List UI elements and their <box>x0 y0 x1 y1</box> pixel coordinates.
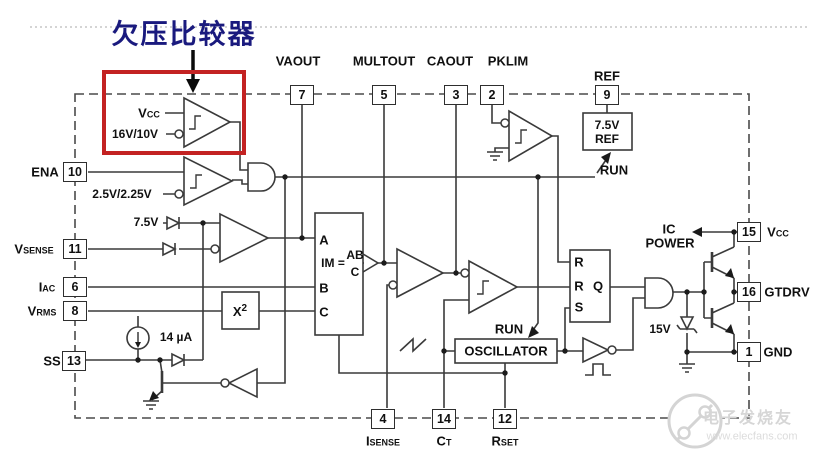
pklim-comparator <box>508 109 554 163</box>
mult-num-label: AB <box>346 248 364 262</box>
pin-15: 15 <box>737 222 761 242</box>
oscillator-block <box>454 338 558 364</box>
pin-label-ref: REF <box>594 68 620 84</box>
pwm-comparator <box>468 259 519 315</box>
wires-middle <box>230 105 609 408</box>
pin-10: 10 <box>63 162 87 182</box>
hysteresis-glyphs <box>189 115 527 295</box>
pin-label-ct: Ct <box>436 433 452 449</box>
ff-q-label: Q <box>592 278 604 294</box>
run-to-oscillator-arrow <box>528 326 539 338</box>
pin-12: 12 <box>493 409 517 429</box>
watermark-url: www.elecfans.com <box>706 430 798 443</box>
pin-label-gnd: GND <box>763 344 793 360</box>
clock-inverter <box>582 336 610 364</box>
inversion-bubbles <box>174 118 617 388</box>
emitter-arrows <box>149 268 734 401</box>
pin-label-iac: Iac <box>38 279 56 295</box>
watermark-brand: 电子发烧友 <box>702 410 794 427</box>
squarer-block <box>221 291 260 330</box>
mult-im-label: IM = <box>321 256 345 270</box>
pin-13: 13 <box>62 351 86 371</box>
flipflop-block <box>569 249 611 323</box>
pin-label-multout: MULTOUT <box>352 53 416 69</box>
multiplier-output-notch <box>362 253 380 273</box>
ena-comparator <box>183 155 234 207</box>
pulse-waveform-icon <box>585 363 611 376</box>
pin-2: 2 <box>480 85 504 105</box>
pin-14: 14 <box>432 409 456 429</box>
run-osc-label: RUN <box>494 321 524 337</box>
voltage-amp <box>219 212 270 264</box>
ref-clamp-diode <box>166 215 181 231</box>
pin-3: 3 <box>444 85 468 105</box>
zener-diode-15v <box>676 316 698 334</box>
oscillator-label: OSCILLATOR <box>464 343 548 359</box>
junction-dots <box>135 174 737 376</box>
pin-label-rset: Rset <box>491 433 519 449</box>
ff-s-label: S <box>574 299 584 315</box>
pin-label-ss: SS <box>43 353 61 369</box>
mult-den-label: C <box>350 265 360 279</box>
uvlo-comparator <box>183 96 232 149</box>
ss-current-source <box>126 326 150 350</box>
pin-7: 7 <box>290 85 314 105</box>
ff-r1-label: R <box>574 254 584 270</box>
ic-power-arrow <box>692 227 702 237</box>
ref-box-line1: 7.5V <box>594 118 620 132</box>
ena-threshold-label: 2.5V/2.25V <box>92 187 152 201</box>
multiplier-block <box>314 212 364 336</box>
pin-4: 4 <box>371 409 395 429</box>
ff-r2-label: R <box>574 278 584 294</box>
pin-label-caout: CAOUT <box>426 53 474 69</box>
squarer-label: X2 <box>232 302 248 320</box>
pin-label-pklim: PKLIM <box>487 53 529 69</box>
ic-power-line2: POWER <box>645 235 695 251</box>
ref-block <box>582 112 633 151</box>
mult-a-label: A <box>319 232 329 248</box>
ss-clamp-diode <box>171 352 186 368</box>
watermark-logo-icon <box>667 393 723 449</box>
pin-11: 11 <box>63 239 87 259</box>
pin-label-gtdrv: GTDRV <box>764 284 810 300</box>
annotation-arrow <box>186 50 200 93</box>
pin-label-isense: Isense <box>365 433 401 449</box>
output-and-gate <box>644 277 674 309</box>
pin-label-vrms: Vrms <box>27 303 57 319</box>
uvlo-vcc-label: Vcc <box>138 105 160 121</box>
wires-left <box>84 112 315 401</box>
ss-inverter <box>227 367 258 399</box>
vsense-diode <box>162 241 177 257</box>
enable-and-gate <box>247 162 276 192</box>
pin-label-vsense: Vsense <box>14 241 54 257</box>
wires <box>84 105 738 408</box>
ref-clamp-label: 7.5V <box>133 215 159 229</box>
pin-5: 5 <box>372 85 396 105</box>
ic-power-line1: IC <box>662 221 676 237</box>
ground-symbols <box>143 151 695 410</box>
pin-16: 16 <box>737 282 761 302</box>
current-amp <box>396 247 445 299</box>
pin-label-vcc: Vcc <box>767 224 789 240</box>
ss-current-label: 14 µA <box>159 330 193 344</box>
pin-8: 8 <box>63 301 87 321</box>
zener-voltage-label: 15V <box>649 322 671 336</box>
sawtooth-waveform-icon <box>399 337 427 353</box>
undervoltage-highlight-box <box>102 70 246 155</box>
mult-b-label: B <box>319 280 329 296</box>
run-to-ref-arrow <box>601 152 611 164</box>
run-ref-label: RUN <box>599 162 629 178</box>
pin-6: 6 <box>63 277 87 297</box>
pin-label-vaout: VAOUT <box>275 53 321 69</box>
pin-label-ena: ENA <box>31 164 59 180</box>
annotation-title: 欠压比较器 <box>111 19 257 50</box>
pin-1: 1 <box>737 342 761 362</box>
uvlo-threshold-label: 16V/10V <box>111 127 159 141</box>
ref-box-line2: REF <box>595 132 619 146</box>
pin-9: 9 <box>595 85 619 105</box>
mult-c-label: C <box>319 304 329 320</box>
